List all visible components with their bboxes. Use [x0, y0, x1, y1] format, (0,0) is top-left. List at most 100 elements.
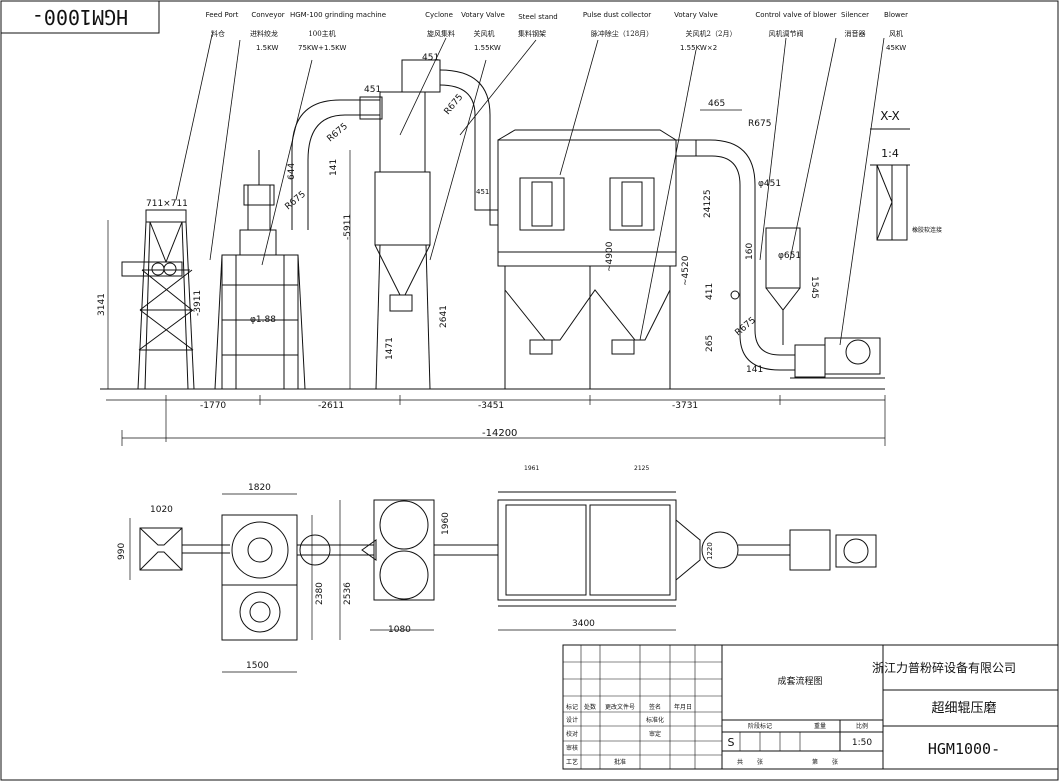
- dim-1820: 1820: [248, 483, 271, 493]
- extra-sheet: 张: [832, 758, 838, 766]
- label-leaders: [175, 34, 885, 346]
- dim-hopper-top: 711×711: [146, 199, 188, 209]
- row-head-1: 处数: [584, 703, 596, 711]
- section-note: 橡胶软连接: [912, 226, 942, 234]
- duct-mill-to-cyclone: [291, 96, 383, 230]
- label-silencer-en: Silencer: [841, 11, 869, 19]
- drawing-scale: 1:50: [852, 738, 872, 748]
- section-labels: X-X 1:4 橡胶软连接: [880, 109, 942, 234]
- dim-r675a: R675: [326, 122, 350, 145]
- label-valve1-cn: 关风机: [474, 29, 495, 38]
- dim-r675b: R675: [284, 190, 308, 213]
- dim-2641: 2641: [439, 305, 449, 328]
- dim-3400: 3400: [572, 619, 595, 629]
- front-elevation: [100, 34, 886, 446]
- role-0: 设计: [566, 716, 578, 724]
- main-mill: [214, 150, 306, 390]
- label-conveyor-en: Conveyor: [251, 11, 284, 19]
- plan-dimension-text: 1820 1020 990 2380 2536 1500 1960 1080 1…: [117, 465, 714, 671]
- dim-4900: ~4900: [605, 241, 615, 272]
- role-3: 审定: [649, 730, 661, 738]
- front-dimension-lines: [106, 109, 886, 446]
- label-blower-en: Blower: [884, 11, 908, 19]
- dim-451c: 451: [476, 188, 489, 196]
- dim-1961: 1961: [524, 465, 539, 472]
- label-conveyor-cn: 进料绞龙: [250, 29, 278, 38]
- dim-r675c: R675: [443, 93, 466, 117]
- label-valve2-power: 1.55KW×2: [680, 44, 717, 52]
- dim-1220: 1220: [706, 542, 714, 560]
- plan-view: [129, 491, 877, 673]
- code-box: [0, 0, 160, 34]
- dim-141b: 141: [746, 365, 763, 375]
- section-xx: [870, 128, 910, 241]
- row-head-4: 年月日: [674, 703, 692, 711]
- label-steel-stand-cn: 集料钢架: [518, 29, 546, 38]
- dim-465: 465: [708, 99, 725, 109]
- dim-24125: 24125: [703, 189, 713, 218]
- code-box-text: HGM1000-: [32, 5, 128, 29]
- extra-total: 共: [737, 758, 743, 766]
- extra-scale: 比例: [856, 722, 868, 730]
- row-head-3: 签名: [649, 703, 661, 711]
- stage-mark: S: [728, 736, 735, 749]
- dim-265: 265: [705, 335, 715, 352]
- dim-4520: ~4520: [681, 255, 691, 286]
- label-blower-power: 45KW: [886, 44, 906, 52]
- dim-1500: 1500: [246, 661, 269, 671]
- role-1: 标准化: [646, 716, 664, 724]
- label-conveyor-power: 1.5KW: [256, 44, 278, 52]
- extra-stage: 阶段标记: [748, 722, 772, 730]
- dim-411: 411: [705, 283, 715, 300]
- dim-2536: 2536: [343, 582, 353, 605]
- label-control-valve-en: Control valve of blower: [755, 11, 836, 19]
- dim-141: 141: [329, 159, 339, 176]
- feed-hopper: [121, 209, 195, 390]
- extra-no: 第: [812, 758, 818, 766]
- label-cyclone-en: Cyclone: [425, 11, 453, 19]
- label-mill-power: 75KW+1.5KW: [298, 44, 347, 52]
- pulse-dust-collector: [497, 129, 677, 389]
- role-2: 校对: [566, 730, 578, 738]
- label-silencer-cn: 消音器: [845, 29, 866, 38]
- label-valve1-en: Votary Valve: [461, 11, 505, 19]
- label-cyclone-cn: 旋风集料: [427, 29, 455, 38]
- dim-dia451: φ451: [758, 179, 781, 189]
- role-4: 审核: [566, 744, 578, 752]
- dim-3141: 3141: [97, 293, 107, 316]
- label-mill-en: HGM-100 grinding machine: [290, 11, 386, 19]
- product-name: 超细辊压磨: [931, 701, 996, 716]
- label-dust-collector-en: Pulse dust collector: [583, 11, 651, 19]
- label-steel-stand-en: Steel stand: [518, 13, 558, 21]
- dim-total: -14200: [482, 428, 517, 439]
- dim-1080: 1080: [388, 625, 411, 635]
- extra-sheets: 张: [757, 758, 763, 766]
- label-blower-cn: 风机: [889, 29, 903, 38]
- label-valve1-power: 1.55KW: [474, 44, 501, 52]
- dim-dia651: φ651: [778, 251, 801, 261]
- title-block: [562, 644, 1059, 770]
- front-dimension-text: 711×711 3141 -3911 φ1.88 644 141 -5911 R…: [97, 53, 819, 439]
- label-dust-collector-cn: 脉冲除尘（128月）: [591, 29, 653, 38]
- dim-451b: 451: [422, 53, 439, 63]
- drawing-code: HGM1000-: [928, 740, 1000, 758]
- dim-seg3: -3451: [478, 401, 504, 411]
- dim-seg2: -2611: [318, 401, 344, 411]
- role-6: 批准: [614, 758, 626, 766]
- dim-2125: 2125: [634, 465, 649, 472]
- dim-644: 644: [287, 163, 297, 180]
- label-feed-port-en: Feed Port: [206, 11, 239, 19]
- dim-1020: 1020: [150, 505, 173, 515]
- label-feed-port-cn: 料仓: [211, 29, 225, 38]
- extra-weight: 重量: [814, 722, 826, 730]
- role-5: 工艺: [566, 758, 578, 766]
- dim-990: 990: [117, 543, 127, 560]
- dim-160: 160: [745, 243, 755, 260]
- row-head-2: 更改文件号: [605, 703, 635, 711]
- duct-to-blower: [675, 139, 885, 379]
- row-head-0: 标记: [566, 703, 578, 711]
- label-control-valve-cn: 风机调节阀: [769, 29, 804, 38]
